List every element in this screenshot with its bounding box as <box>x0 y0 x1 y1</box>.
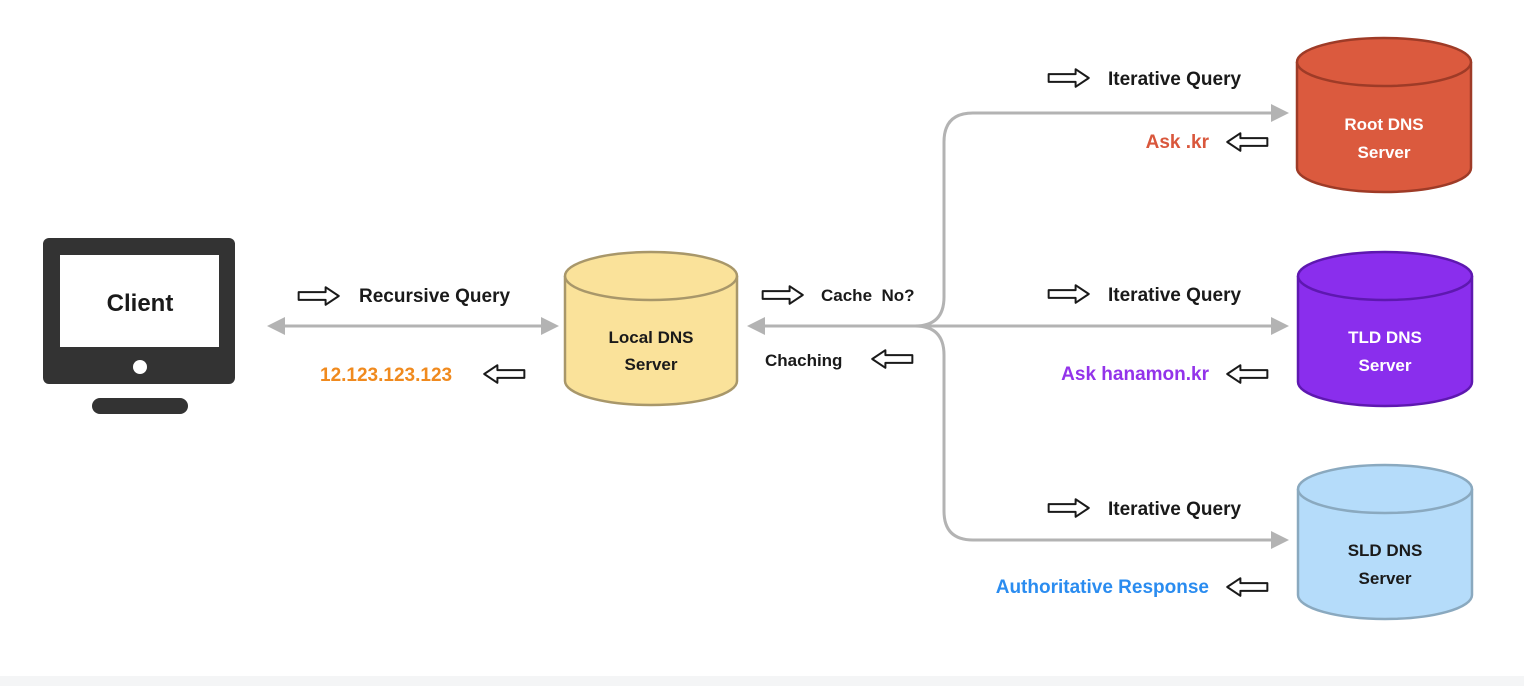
tld-dns-label-line1: TLD DNS <box>1348 328 1422 347</box>
ask-hanamon-annotation: Ask hanamon.kr <box>1061 364 1269 385</box>
left-arrow-icon <box>1226 132 1269 152</box>
tld-dns-server: TLD DNS Server <box>1296 250 1474 408</box>
sld-iterative-query-label: Iterative Query <box>1108 499 1241 520</box>
monitor-power-dot <box>133 360 147 374</box>
recursive-query-label: Recursive Query <box>359 286 510 307</box>
right-arrow-icon <box>1047 68 1090 88</box>
tld-dns-cylinder-body <box>1296 276 1474 408</box>
client-monitor-icon: Client <box>43 238 235 414</box>
left-arrow-icon <box>1226 364 1269 384</box>
tld-iterative-query-label: Iterative Query <box>1108 285 1241 306</box>
caching-annotation: Chaching <box>765 349 914 370</box>
local-dns-cylinder-top <box>563 250 739 302</box>
right-arrow-icon <box>1047 498 1090 518</box>
sld-dns-label-line2: Server <box>1359 569 1412 588</box>
caching-label: Chaching <box>765 351 842 370</box>
sld-dns-cylinder-body <box>1296 489 1474 621</box>
local-dns-server: Local DNS Server <box>563 250 739 407</box>
cache-no-label: Cache No? <box>821 286 915 305</box>
root-dns-cylinder-top <box>1295 36 1473 88</box>
sld-dns-cylinder-top <box>1296 463 1474 515</box>
sld-dns-server: SLD DNS Server <box>1296 463 1474 621</box>
root-dns-server: Root DNS Server <box>1295 36 1473 194</box>
client-label: Client <box>107 290 174 317</box>
local-dns-cylinder-body <box>563 276 739 407</box>
authoritative-response-annotation: Authoritative Response <box>996 577 1269 598</box>
tld-iterative-query-annotation: Iterative Query <box>1047 284 1241 306</box>
sld-iterative-query-annotation: Iterative Query <box>1047 498 1241 520</box>
tld-dns-cylinder-top <box>1296 250 1474 302</box>
bottom-divider <box>0 676 1524 686</box>
left-arrow-icon <box>483 364 526 384</box>
local-dns-label-line1: Local DNS <box>608 328 693 347</box>
right-arrow-icon <box>761 285 804 305</box>
sld-branch-connector <box>914 324 1289 549</box>
cache-no-annotation: Cache No? <box>761 285 915 305</box>
authoritative-response-label: Authoritative Response <box>996 577 1209 598</box>
sld-dns-label-line1: SLD DNS <box>1348 541 1423 560</box>
ask-hanamon-label: Ask hanamon.kr <box>1061 364 1209 385</box>
monitor-stand <box>92 398 188 414</box>
left-arrow-icon <box>871 349 914 369</box>
local-dns-label-line2: Server <box>625 355 678 374</box>
right-arrow-icon <box>297 286 340 306</box>
right-arrow-icon <box>1047 284 1090 304</box>
left-arrow-icon <box>1226 577 1269 597</box>
tld-dns-label-line2: Server <box>1359 356 1412 375</box>
ask-kr-annotation: Ask .kr <box>1146 132 1269 153</box>
monitor-screen <box>60 255 219 347</box>
ip-response-annotation: 12.123.123.123 <box>320 364 526 386</box>
root-dns-label-line2: Server <box>1358 143 1411 162</box>
root-dns-cylinder-body <box>1295 62 1473 194</box>
root-iterative-query-annotation: Iterative Query <box>1047 68 1241 90</box>
root-branch-connector <box>914 104 1289 328</box>
root-dns-label-line1: Root DNS <box>1344 115 1423 134</box>
ask-kr-label: Ask .kr <box>1146 132 1210 153</box>
connectors <box>267 104 1289 549</box>
ip-response-label: 12.123.123.123 <box>320 365 452 386</box>
root-iterative-query-label: Iterative Query <box>1108 69 1241 90</box>
recursive-query-annotation: Recursive Query <box>297 286 510 307</box>
